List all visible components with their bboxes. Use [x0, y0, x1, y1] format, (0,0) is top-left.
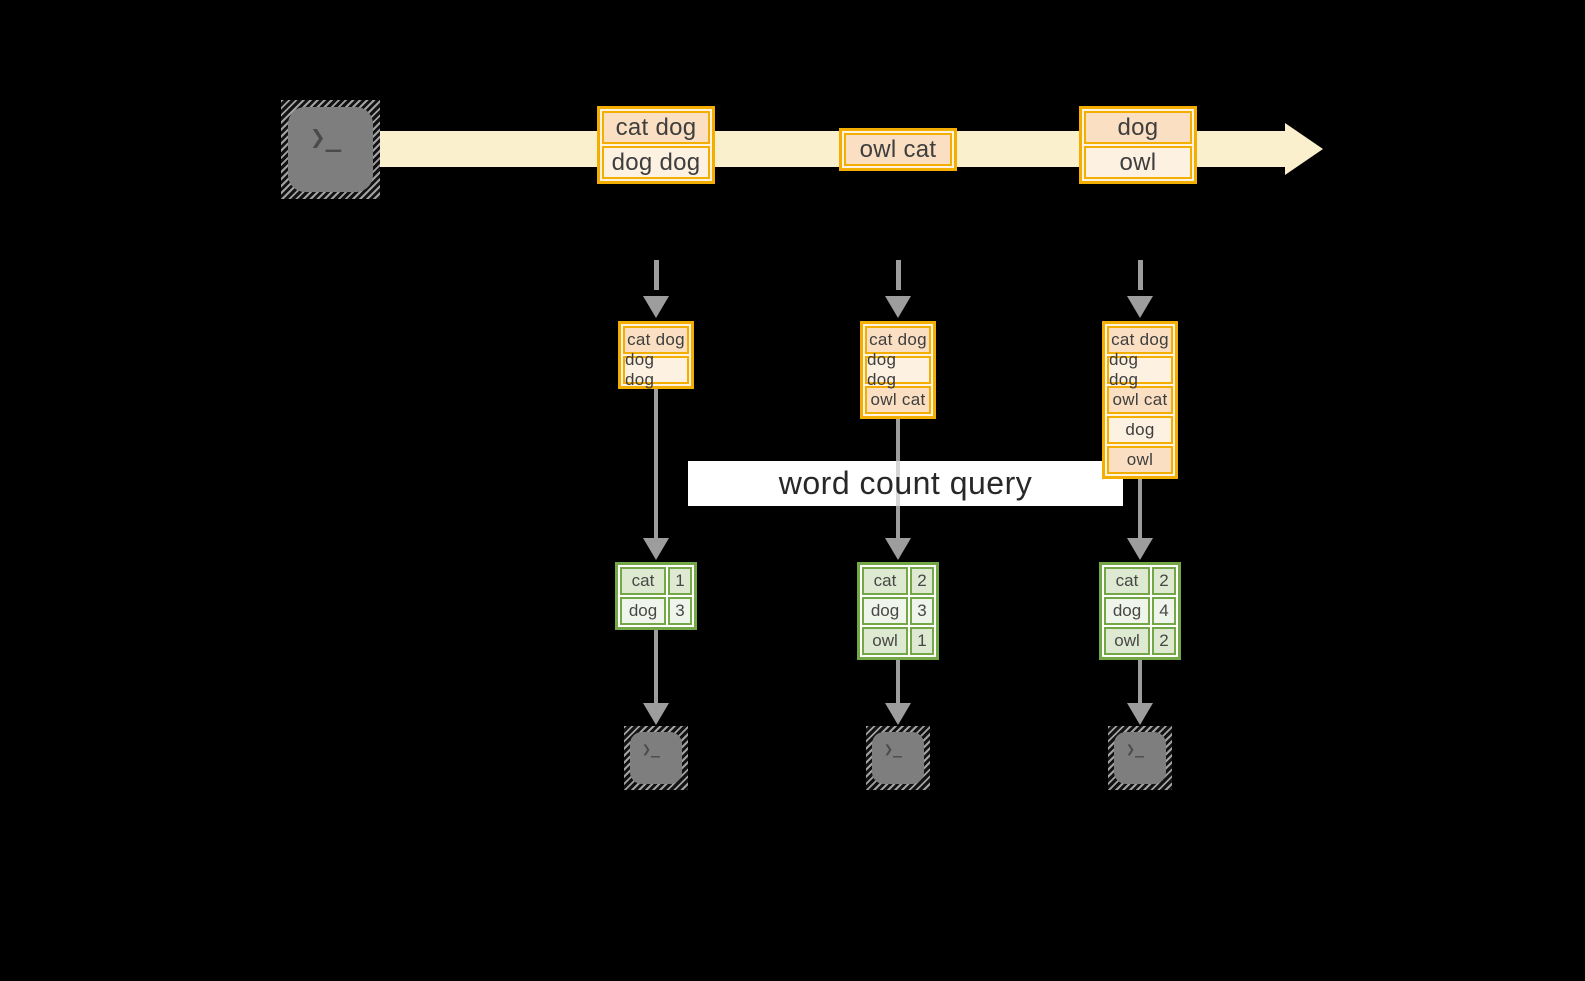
word-cell: dog [862, 597, 908, 625]
record-row: dog dog [623, 350, 689, 389]
query-label: word count query [778, 465, 1033, 501]
record-row: owl cat [865, 386, 931, 414]
record-row: dog dog [602, 146, 710, 179]
sink-arrow-line [896, 660, 900, 704]
query-arrow-line [1138, 479, 1142, 540]
word-cell: cat [620, 567, 666, 595]
count-cell: 2 [1152, 567, 1176, 595]
count-cell: 1 [668, 567, 692, 595]
word-cell: owl [1104, 627, 1150, 655]
record-row: dog [1107, 416, 1173, 444]
ingest-arrow-head [643, 296, 669, 318]
query-arrow-head [885, 538, 911, 560]
sink-arrow-head [1127, 703, 1153, 725]
count-cell: 3 [910, 597, 934, 625]
word-cell: owl [862, 627, 908, 655]
query-operator-band [688, 461, 1123, 506]
count-cell: 1 [910, 627, 934, 655]
record-row: cat dog [1107, 326, 1173, 354]
count-cell: 4 [1152, 597, 1176, 625]
word-cell: cat [862, 567, 908, 595]
word-cell: dog [1104, 597, 1150, 625]
stream-arrow-head [1285, 123, 1323, 175]
terminal-sink-icon: ❯_ [866, 726, 930, 790]
count-cell: 3 [668, 597, 692, 625]
count-cell: 2 [910, 567, 934, 595]
terminal-prompt-glyph: ❯_ [310, 123, 342, 153]
terminal-sink-icon: ❯_ [624, 726, 688, 790]
count-cell: 2 [1152, 627, 1176, 655]
terminal-source-icon: ❯_ [281, 100, 380, 199]
sink-arrow-line [654, 630, 658, 704]
sink-arrow-head [643, 703, 669, 725]
ingest-arrow-dash [895, 260, 901, 290]
word-cell: dog [620, 597, 666, 625]
ingest-arrow-dash [653, 260, 659, 290]
terminal-prompt-glyph: ❯_ [1126, 740, 1145, 758]
record-row: owl [1107, 446, 1173, 474]
ingest-arrow-head [1127, 296, 1153, 318]
ingest-arrow-dash [1137, 260, 1143, 290]
query-arrow-head [1127, 538, 1153, 560]
ingest-arrow-head [885, 296, 911, 318]
record-row: dog dog [1107, 350, 1173, 389]
query-band-line-overlay [896, 461, 900, 506]
record-row: owl [1084, 146, 1192, 179]
record-row: cat dog [623, 326, 689, 354]
terminal-sink-icon: ❯_ [1108, 726, 1172, 790]
record-row: owl cat [1107, 386, 1173, 414]
stream-event-batch: owl cat [839, 128, 957, 171]
record-row: cat dog [602, 111, 710, 144]
terminal-prompt-glyph: ❯_ [642, 740, 661, 758]
record-row: owl cat [844, 133, 952, 166]
sink-arrow-head [885, 703, 911, 725]
record-row: dog [1084, 111, 1192, 144]
terminal-prompt-glyph: ❯_ [884, 740, 903, 758]
query-arrow-line [654, 389, 658, 540]
word-cell: cat [1104, 567, 1150, 595]
record-row: cat dog [865, 326, 931, 354]
query-arrow-head [643, 538, 669, 560]
sink-arrow-line [1138, 660, 1142, 704]
record-row: dog dog [865, 350, 931, 389]
